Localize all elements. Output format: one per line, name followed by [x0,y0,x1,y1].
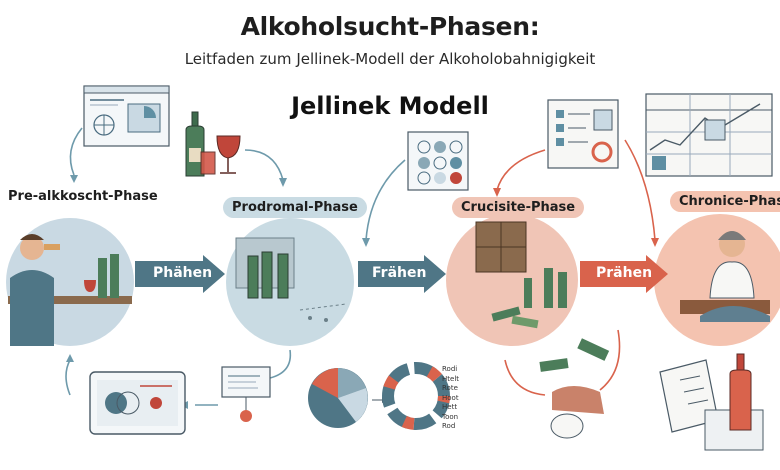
fallen-bottles-icon [539,338,610,439]
connector-curve [599,329,621,391]
arrow-right-icon [580,255,668,293]
page-title: Alkoholsucht-Phasen: [240,12,540,41]
connector-curve [365,159,406,241]
phase-label-pre-alcoholic: Pre-alkkoscht-Phase [8,189,158,204]
ring-label: Hett [442,403,458,411]
pie-chart-illustration [308,368,387,428]
liquor-bottle-icon [729,353,752,431]
arrow-phase-1-to-2: Phähen [135,255,225,293]
ring-chart-illustration [382,362,450,430]
chart-sheet-icon [645,93,773,177]
arrow-label: Frähen [372,265,427,281]
page-subtitle: Leitfaden zum Jellinek-Modell der Alkoho… [184,50,596,68]
phase-circle-4 [654,214,780,346]
dashboard-window-icon [83,85,170,147]
phase-circle-2 [226,218,354,346]
phase-label-crucial: Crucisite-Phase [452,197,585,218]
connector-curve [624,139,656,241]
arrow-right-icon [135,255,225,293]
ring-label: Toon [442,412,459,421]
screen-connector-icon [221,366,271,422]
ring-label-list: Rodi Htelt Rote Hoot Hett Toon Rod [442,365,482,432]
arrow-label: Phähen [153,265,213,281]
ring-label: Rodi [442,365,458,373]
icon-grid-panel [407,131,469,191]
wine-glass-icon [200,135,241,175]
phase-circle-3 [446,214,578,346]
ring-label: Rote [442,384,458,392]
phase-label-chronic: Chronice-Phase [670,191,780,212]
connector-curve [269,349,292,379]
phase-circle-1 [6,218,134,346]
ring-label: Htelt [442,374,460,383]
connector-curve [69,127,83,176]
wine-bottle-icon [185,111,205,177]
model-title: Jellinek Modell [291,92,489,120]
report-document-icon [547,99,619,169]
ring-label: Hoot [442,393,459,402]
arrow-phase-3-to-4: Prähen [580,255,668,293]
ring-label: Rod [442,422,456,430]
arrow-label: Prähen [596,265,653,281]
arrow-right-icon [358,255,446,293]
connector-curve [65,359,71,396]
arrow-phase-2-to-3: Frähen [358,255,446,293]
connector-curve [244,149,284,181]
connector-curve [504,359,546,396]
connector-curve [496,149,546,191]
phase-label-prodromal: Prodromal-Phase [223,197,367,218]
tablet-chart-icon [89,371,186,435]
